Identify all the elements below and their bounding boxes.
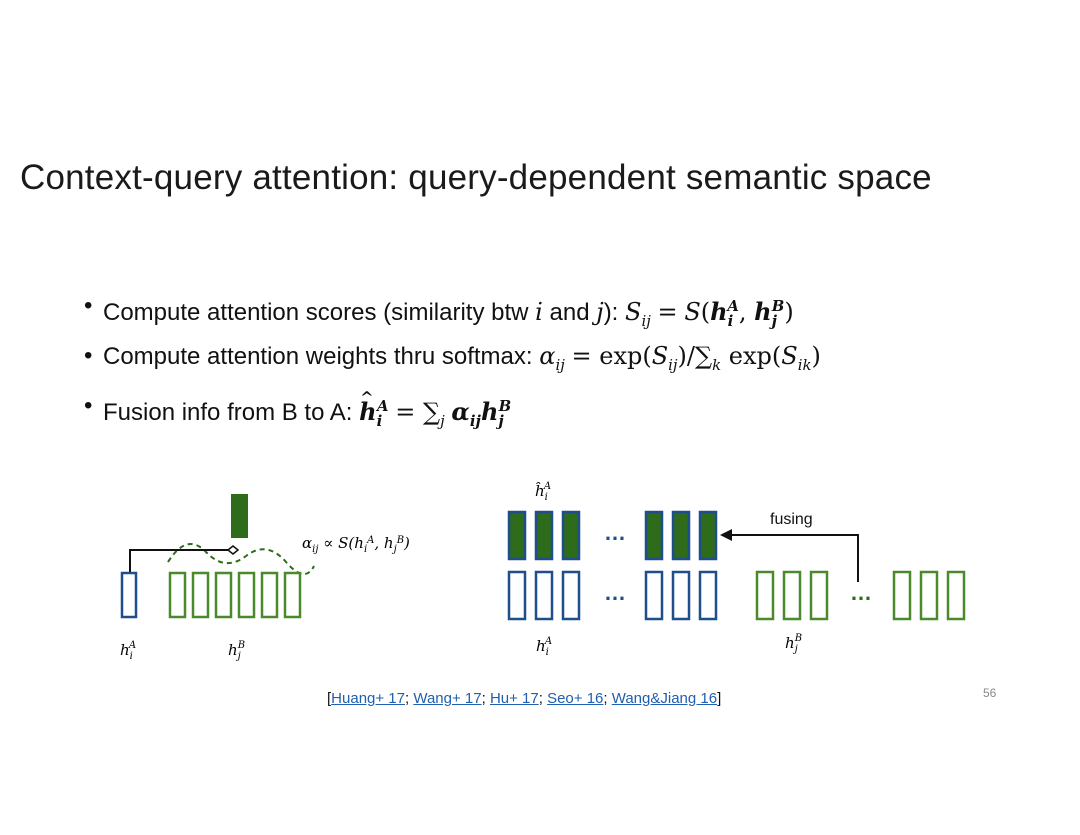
fusing-label: fusing xyxy=(770,511,813,528)
ellipsis-top: … xyxy=(604,520,626,545)
citation-link-seo[interactable]: Seo+ 16 xyxy=(547,690,604,707)
attention-output-bar xyxy=(231,494,248,538)
label-hat-hiA: ĥiA xyxy=(535,481,551,503)
var-i: i xyxy=(535,298,543,326)
context-token-boxes xyxy=(168,571,302,619)
fused-token-boxes xyxy=(507,510,718,561)
var-j: j xyxy=(596,298,604,326)
alpha-proportional-label: αij ∝ S(hiA, hjB) xyxy=(302,534,410,555)
attention-diagram: αij ∝ S(hiA, hjB) hiA hjB ĥiA … fusing …… xyxy=(120,481,966,662)
citation-link-wang-jiang[interactable]: Wang&Jiang 16 xyxy=(611,690,718,707)
citation-link-wang[interactable]: Wang+ 17 xyxy=(413,690,482,707)
citation-link-hu[interactable]: Hu+ 17 xyxy=(489,690,539,707)
ellipsis-mid-green: … xyxy=(850,580,872,605)
left-diagram: αij ∝ S(hiA, hjB) hiA hjB xyxy=(120,494,410,662)
fusing-arrowhead xyxy=(720,529,732,541)
query-connector xyxy=(129,549,233,573)
connector-diamond xyxy=(226,545,240,555)
query-token-boxes-right xyxy=(507,570,718,621)
fusing-arrow-line xyxy=(730,534,859,582)
query-token-box xyxy=(120,571,138,619)
bullet-attention-weights: Compute attention weights thru softmax: … xyxy=(84,334,821,384)
context-token-boxes-right xyxy=(755,570,966,621)
ellipsis-mid-blue: … xyxy=(604,580,626,605)
page-number: 56 xyxy=(983,686,997,700)
label-hiA-right: hiA xyxy=(536,636,552,658)
attention-wave xyxy=(167,543,315,575)
right-diagram: ĥiA … fusing … … hiA hjB xyxy=(507,481,966,658)
bullet-attention-scores: Compute attention scores (similarity btw… xyxy=(84,284,821,334)
slide-title: Context-query attention: query-dependent… xyxy=(20,158,932,197)
bullet-list: Compute attention scores (similarity btw… xyxy=(84,284,821,434)
citations: [Huang+ 17; Wang+ 17; Hu+ 17; Seo+ 16; W… xyxy=(327,690,722,707)
label-hjB-right: hjB xyxy=(785,633,802,655)
label-hiA-left: hiA xyxy=(120,640,136,662)
citation-link-huang[interactable]: Huang+ 17 xyxy=(331,690,405,707)
label-hjB-left: hjB xyxy=(228,640,245,662)
bullet-fusion: Fusion info from B to A: hiA = ∑j αijhjB xyxy=(84,376,821,434)
